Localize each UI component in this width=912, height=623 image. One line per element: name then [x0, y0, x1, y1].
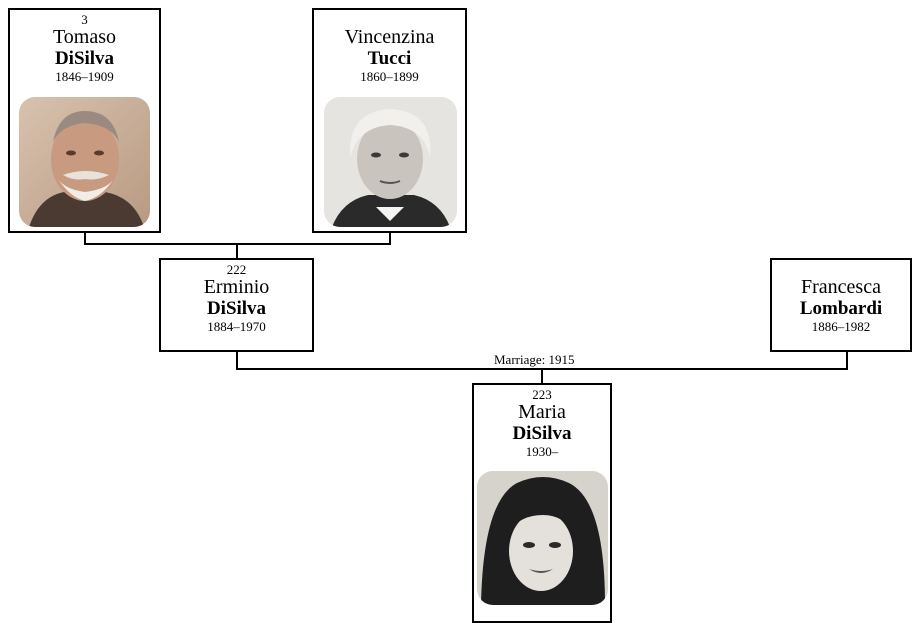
marriage-label: Marriage: 1915	[492, 352, 577, 367]
person-dates: 1846–1909	[55, 69, 114, 84]
person-surname: DiSilva	[512, 423, 572, 444]
person-card-tomaso[interactable]: 3 Tomaso DiSilva 1846–1909	[8, 8, 161, 233]
person-id: 3	[81, 12, 88, 27]
person-given-name: Tomaso	[52, 26, 117, 48]
person-surname: DiSilva	[54, 48, 115, 69]
connector-line	[846, 351, 848, 370]
person-id	[314, 13, 465, 26]
connector-line	[236, 243, 238, 259]
person-given-name: Vincenzina	[344, 26, 435, 48]
person-dates: 1886–1982	[811, 319, 871, 334]
person-surname: Tucci	[367, 48, 412, 69]
person-card-erminio[interactable]: 222 Erminio DiSilva 1884–1970	[159, 258, 314, 352]
person-dates: 1930–	[525, 444, 559, 459]
person-surname: Lombardi	[799, 298, 883, 319]
person-id: 223	[532, 387, 552, 402]
connector-line	[236, 351, 238, 370]
person-surname: DiSilva	[206, 298, 267, 319]
connector-line	[84, 232, 86, 244]
person-card-francesca[interactable]: Francesca Lombardi 1886–1982	[770, 258, 912, 352]
connector-line	[541, 368, 543, 384]
connector-line	[389, 232, 391, 244]
person-given-name: Francesca	[801, 276, 881, 298]
portrait-photo	[477, 471, 608, 605]
person-card-vincenzina[interactable]: Vincenzina Tucci 1860–1899	[312, 8, 467, 233]
person-id	[772, 263, 910, 276]
person-card-maria[interactable]: 223 Maria DiSilva 1930–	[472, 383, 612, 623]
person-given-name: Erminio	[203, 276, 270, 298]
person-id: 222	[226, 262, 247, 277]
person-given-name: Maria	[518, 401, 566, 423]
person-dates: 1884–1970	[207, 319, 266, 334]
portrait-photo	[19, 97, 150, 227]
portrait-photo	[324, 97, 457, 227]
person-dates: 1860–1899	[360, 69, 419, 84]
